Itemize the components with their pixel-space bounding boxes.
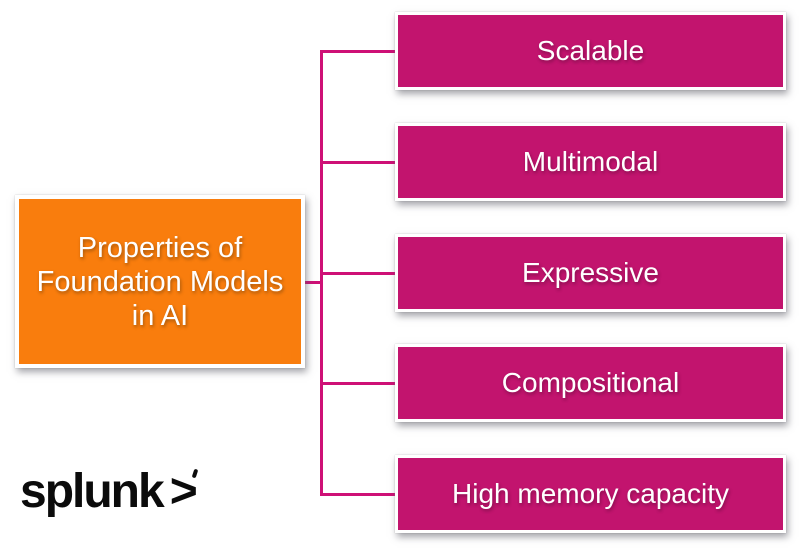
root-node-label-line-2: Foundation Models <box>36 265 284 298</box>
splunk-wordmark: splunk <box>20 465 165 518</box>
node-scalable: Scalable <box>395 12 786 90</box>
node-high-memory-capacity-label: High memory capacity <box>452 478 729 509</box>
node-compositional-label: Compositional <box>501 367 680 398</box>
node-compositional: Compositional <box>395 344 786 422</box>
node-multimodal-label: Multimodal <box>522 146 659 177</box>
splunk-logo: splunk > <box>20 468 198 516</box>
connector-branch-scalable <box>319 49 398 53</box>
root-node-properties: Properties of Foundation Models in AI <box>15 195 305 368</box>
node-scalable-label: Scalable <box>536 35 645 66</box>
connector-root-stub <box>301 281 322 284</box>
node-expressive-label: Expressive <box>522 257 659 288</box>
node-expressive: Expressive <box>395 234 786 312</box>
splunk-chevron-icon: > <box>169 465 198 518</box>
root-node-label-line-1: Properties of <box>77 231 243 264</box>
root-node-label-line-3: in AI <box>131 299 189 332</box>
connector-branch-compositional <box>319 381 398 385</box>
node-high-memory-capacity: High memory capacity <box>395 455 786 533</box>
connector-branch-multimodal <box>319 160 398 164</box>
connector-branch-expressive <box>319 271 398 275</box>
connector-branch-high-memory <box>319 492 398 496</box>
node-multimodal: Multimodal <box>395 123 786 201</box>
